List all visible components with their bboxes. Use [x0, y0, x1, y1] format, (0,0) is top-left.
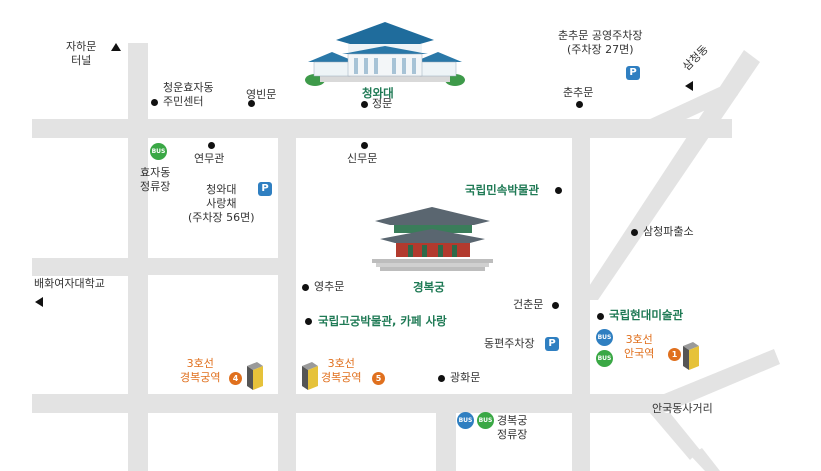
label-gyeongbokgung-station-4[interactable]: 3호선 경복궁역 — [180, 357, 221, 384]
label-mmca[interactable]: 국립현대미술관 — [609, 308, 684, 322]
label-gyeongbokgung[interactable]: 경복궁 — [413, 280, 445, 294]
parking-icon: P — [626, 66, 640, 80]
label-cheongwadae[interactable]: 청와대 — [362, 86, 394, 100]
road-left-mid-vertical — [278, 138, 296, 471]
label-sinmumun: 신무문 — [347, 152, 378, 165]
place-marker — [361, 101, 368, 108]
exit-number-badge: 5 — [372, 372, 385, 385]
label-anguk-station[interactable]: 3호선 안국역 — [624, 333, 655, 360]
label-ewha-school: 배화여자대학교 — [34, 277, 105, 290]
bus-icon: BUS — [150, 143, 167, 160]
place-marker — [552, 302, 559, 309]
parking-icon: P — [545, 337, 559, 351]
label-yeongbinmun: 영빈문 — [246, 88, 277, 101]
place-marker — [151, 99, 158, 106]
place-marker — [438, 375, 445, 382]
triangle-left-icon — [35, 297, 43, 307]
place-marker — [576, 101, 583, 108]
label-cheongun-center: 청운효자동 주민센터 — [163, 81, 214, 108]
label-samcheong-police: 삼청파출소 — [643, 225, 694, 238]
subway-exit-icon — [683, 342, 699, 370]
triangle-up-icon — [111, 43, 121, 51]
label-chunchumun: 춘추문 — [563, 86, 594, 99]
road-north-horizontal — [32, 119, 732, 138]
bus-icon: BUS — [596, 350, 613, 367]
label-folk-museum[interactable]: 국립민속박물관 — [465, 183, 540, 197]
label-angukdong-intersection: 안국동사거리 — [652, 402, 713, 415]
place-marker — [361, 142, 368, 149]
parking-icon: P — [258, 182, 272, 196]
road-west-lower-branch — [148, 258, 278, 275]
road-south-horizontal — [32, 394, 664, 413]
place-marker — [555, 187, 562, 194]
subway-exit-icon — [247, 362, 263, 390]
road-south-access — [436, 413, 456, 471]
exit-number-badge: 4 — [229, 372, 242, 385]
gyeongbokgung-illustration — [372, 207, 493, 271]
road-right-vertical — [572, 138, 590, 471]
road-west-branch — [32, 258, 128, 276]
place-marker — [208, 142, 215, 149]
bus-icon: BUS — [596, 329, 613, 346]
place-marker — [248, 100, 255, 107]
label-geonchunmun: 건춘문 — [513, 298, 544, 311]
place-marker — [631, 229, 638, 236]
label-palace-museum[interactable]: 국립고궁박물관, 카페 사랑 — [318, 314, 447, 328]
label-hyoja-stop: 효자동 정류장 — [140, 166, 171, 193]
label-dongpyeon-parking: 동편주차장 — [484, 337, 535, 350]
road-west-vertical — [128, 43, 148, 471]
label-gyeongbokgung-stop: 경복궁 정류장 — [497, 414, 528, 441]
bus-icon: BUS — [477, 412, 494, 429]
triangle-left-icon — [685, 81, 693, 91]
label-yeonmugwan: 연무관 — [194, 152, 225, 165]
label-yeongchumun: 영추문 — [314, 280, 345, 293]
label-jahamun-tunnel: 자하문 터널 — [66, 40, 97, 67]
label-chunchumun-parking: 춘추문 공영주차장 (주차장 27면) — [558, 29, 643, 56]
place-marker — [302, 284, 309, 291]
label-gyeongbokgung-station-5[interactable]: 3호선 경복궁역 — [321, 357, 362, 384]
cheongwadae-illustration — [305, 22, 465, 86]
label-gwanghwamun: 광화문 — [450, 371, 481, 384]
label-sarangchae: 청와대 사랑채 (주차장 56면) — [188, 183, 255, 224]
place-marker — [305, 318, 312, 325]
bus-icon: BUS — [457, 412, 474, 429]
exit-number-badge: 1 — [668, 348, 681, 361]
place-marker — [597, 313, 604, 320]
label-jeongmun: 정문 — [372, 97, 393, 110]
subway-exit-icon — [302, 362, 318, 390]
